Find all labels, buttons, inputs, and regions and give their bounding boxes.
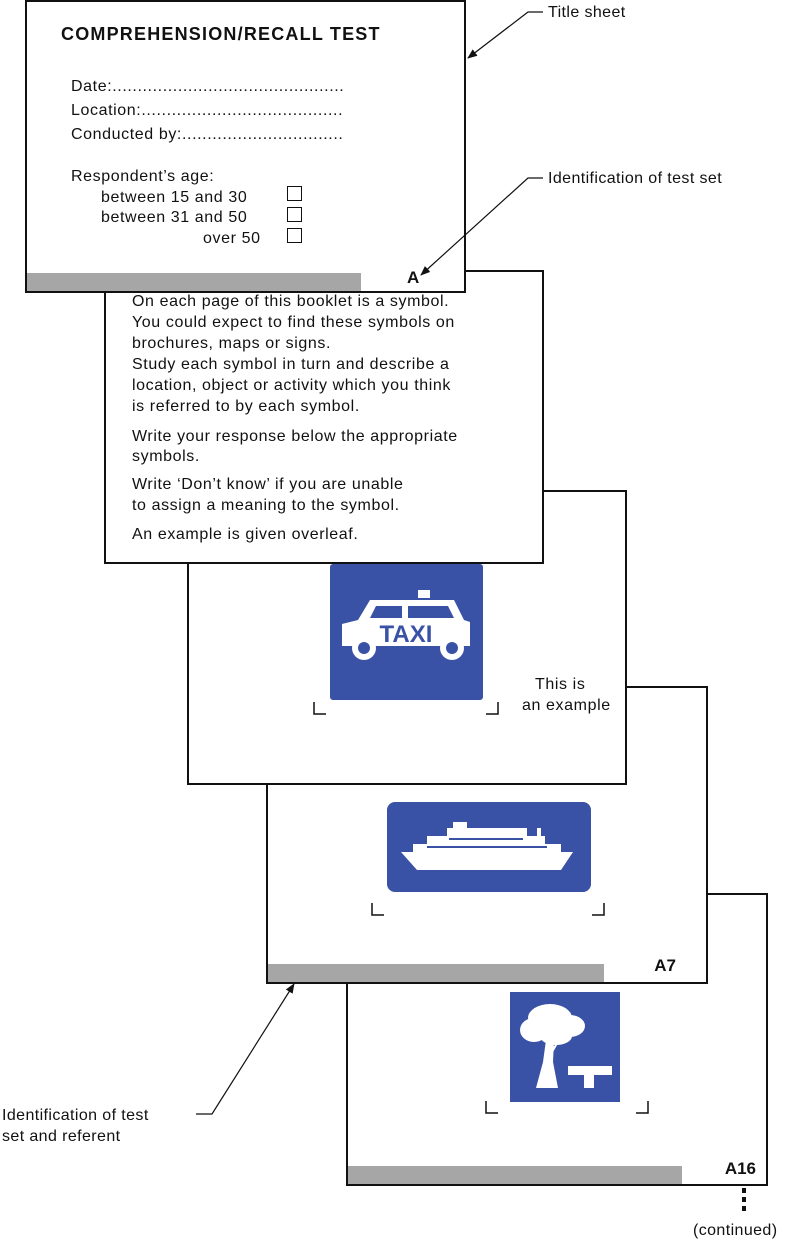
conducted-by-field: Conducted by:...........................… [71, 126, 344, 143]
instruction-sheet: On each page of this booklet is a symbol… [104, 270, 544, 564]
date-field: Date:...................................… [71, 78, 345, 95]
age-label: Respondent’s age: [71, 168, 215, 185]
response-brackets-a16 [485, 1101, 649, 1114]
age-checkbox-2[interactable] [287, 207, 302, 222]
test-set-annotation: Identification of test set [548, 170, 723, 187]
instruction-line-7: Write your response below the appropriat… [132, 428, 458, 445]
age-option-2: between 31 and 50 [101, 209, 248, 226]
identification-bar [348, 1166, 682, 1184]
instruction-line-4: Study each symbol in turn and describe a [132, 356, 450, 373]
instruction-line-6: is referred to by each symbol. [132, 398, 360, 415]
referent-annotation-line-1: Identification of test [2, 1107, 149, 1124]
response-brackets-a7 [371, 903, 605, 916]
example-note-line-1: This is [535, 676, 586, 693]
test-title: COMPREHENSION/RECALL TEST [61, 24, 381, 44]
location-field: Location:...............................… [71, 102, 344, 119]
ferry-symbol [387, 802, 591, 892]
instruction-line-9: Write ‘Don’t know’ if you are unable [132, 476, 404, 493]
response-brackets-example [313, 702, 499, 715]
age-option-1: between 15 and 30 [101, 189, 248, 206]
title-sheet: COMPREHENSION/RECALL TEST Date:.........… [25, 0, 466, 293]
identification-bar [27, 273, 361, 291]
instruction-line-1: On each page of this booklet is a symbol… [132, 293, 450, 310]
instruction-line-8: symbols. [132, 448, 200, 465]
referent-annotation-line-2: set and referent [2, 1128, 121, 1145]
instruction-line-3: brochures, maps or signs. [132, 335, 332, 352]
taxi-symbol: TAXI [330, 564, 483, 700]
example-note-line-2: an example [522, 697, 611, 714]
identification-bar [268, 964, 604, 982]
sheet-code-a: A [407, 268, 420, 287]
instruction-line-11: An example is given overleaf. [132, 526, 359, 543]
tree-bench-symbol [510, 992, 620, 1102]
age-option-3: over 50 [203, 230, 261, 247]
ship-icon [401, 822, 573, 870]
taxi-icon: TAXI [342, 590, 470, 660]
sheet-code-a16: A16 [724, 1159, 756, 1178]
age-checkbox-1[interactable] [287, 186, 302, 201]
tree-bench-icon [520, 1004, 612, 1088]
age-checkbox-3[interactable] [287, 228, 302, 243]
sheet-code-a7: A7 [654, 956, 676, 975]
continued-label: (continued) [693, 1222, 778, 1239]
instruction-line-5: location, object or activity which you t… [132, 377, 451, 394]
taxi-symbol-label: TAXI [380, 621, 433, 648]
instruction-line-2: You could expect to find these symbols o… [132, 314, 455, 331]
instruction-line-10: to assign a meaning to the symbol. [132, 497, 400, 514]
title-sheet-annotation: Title sheet [548, 4, 626, 21]
